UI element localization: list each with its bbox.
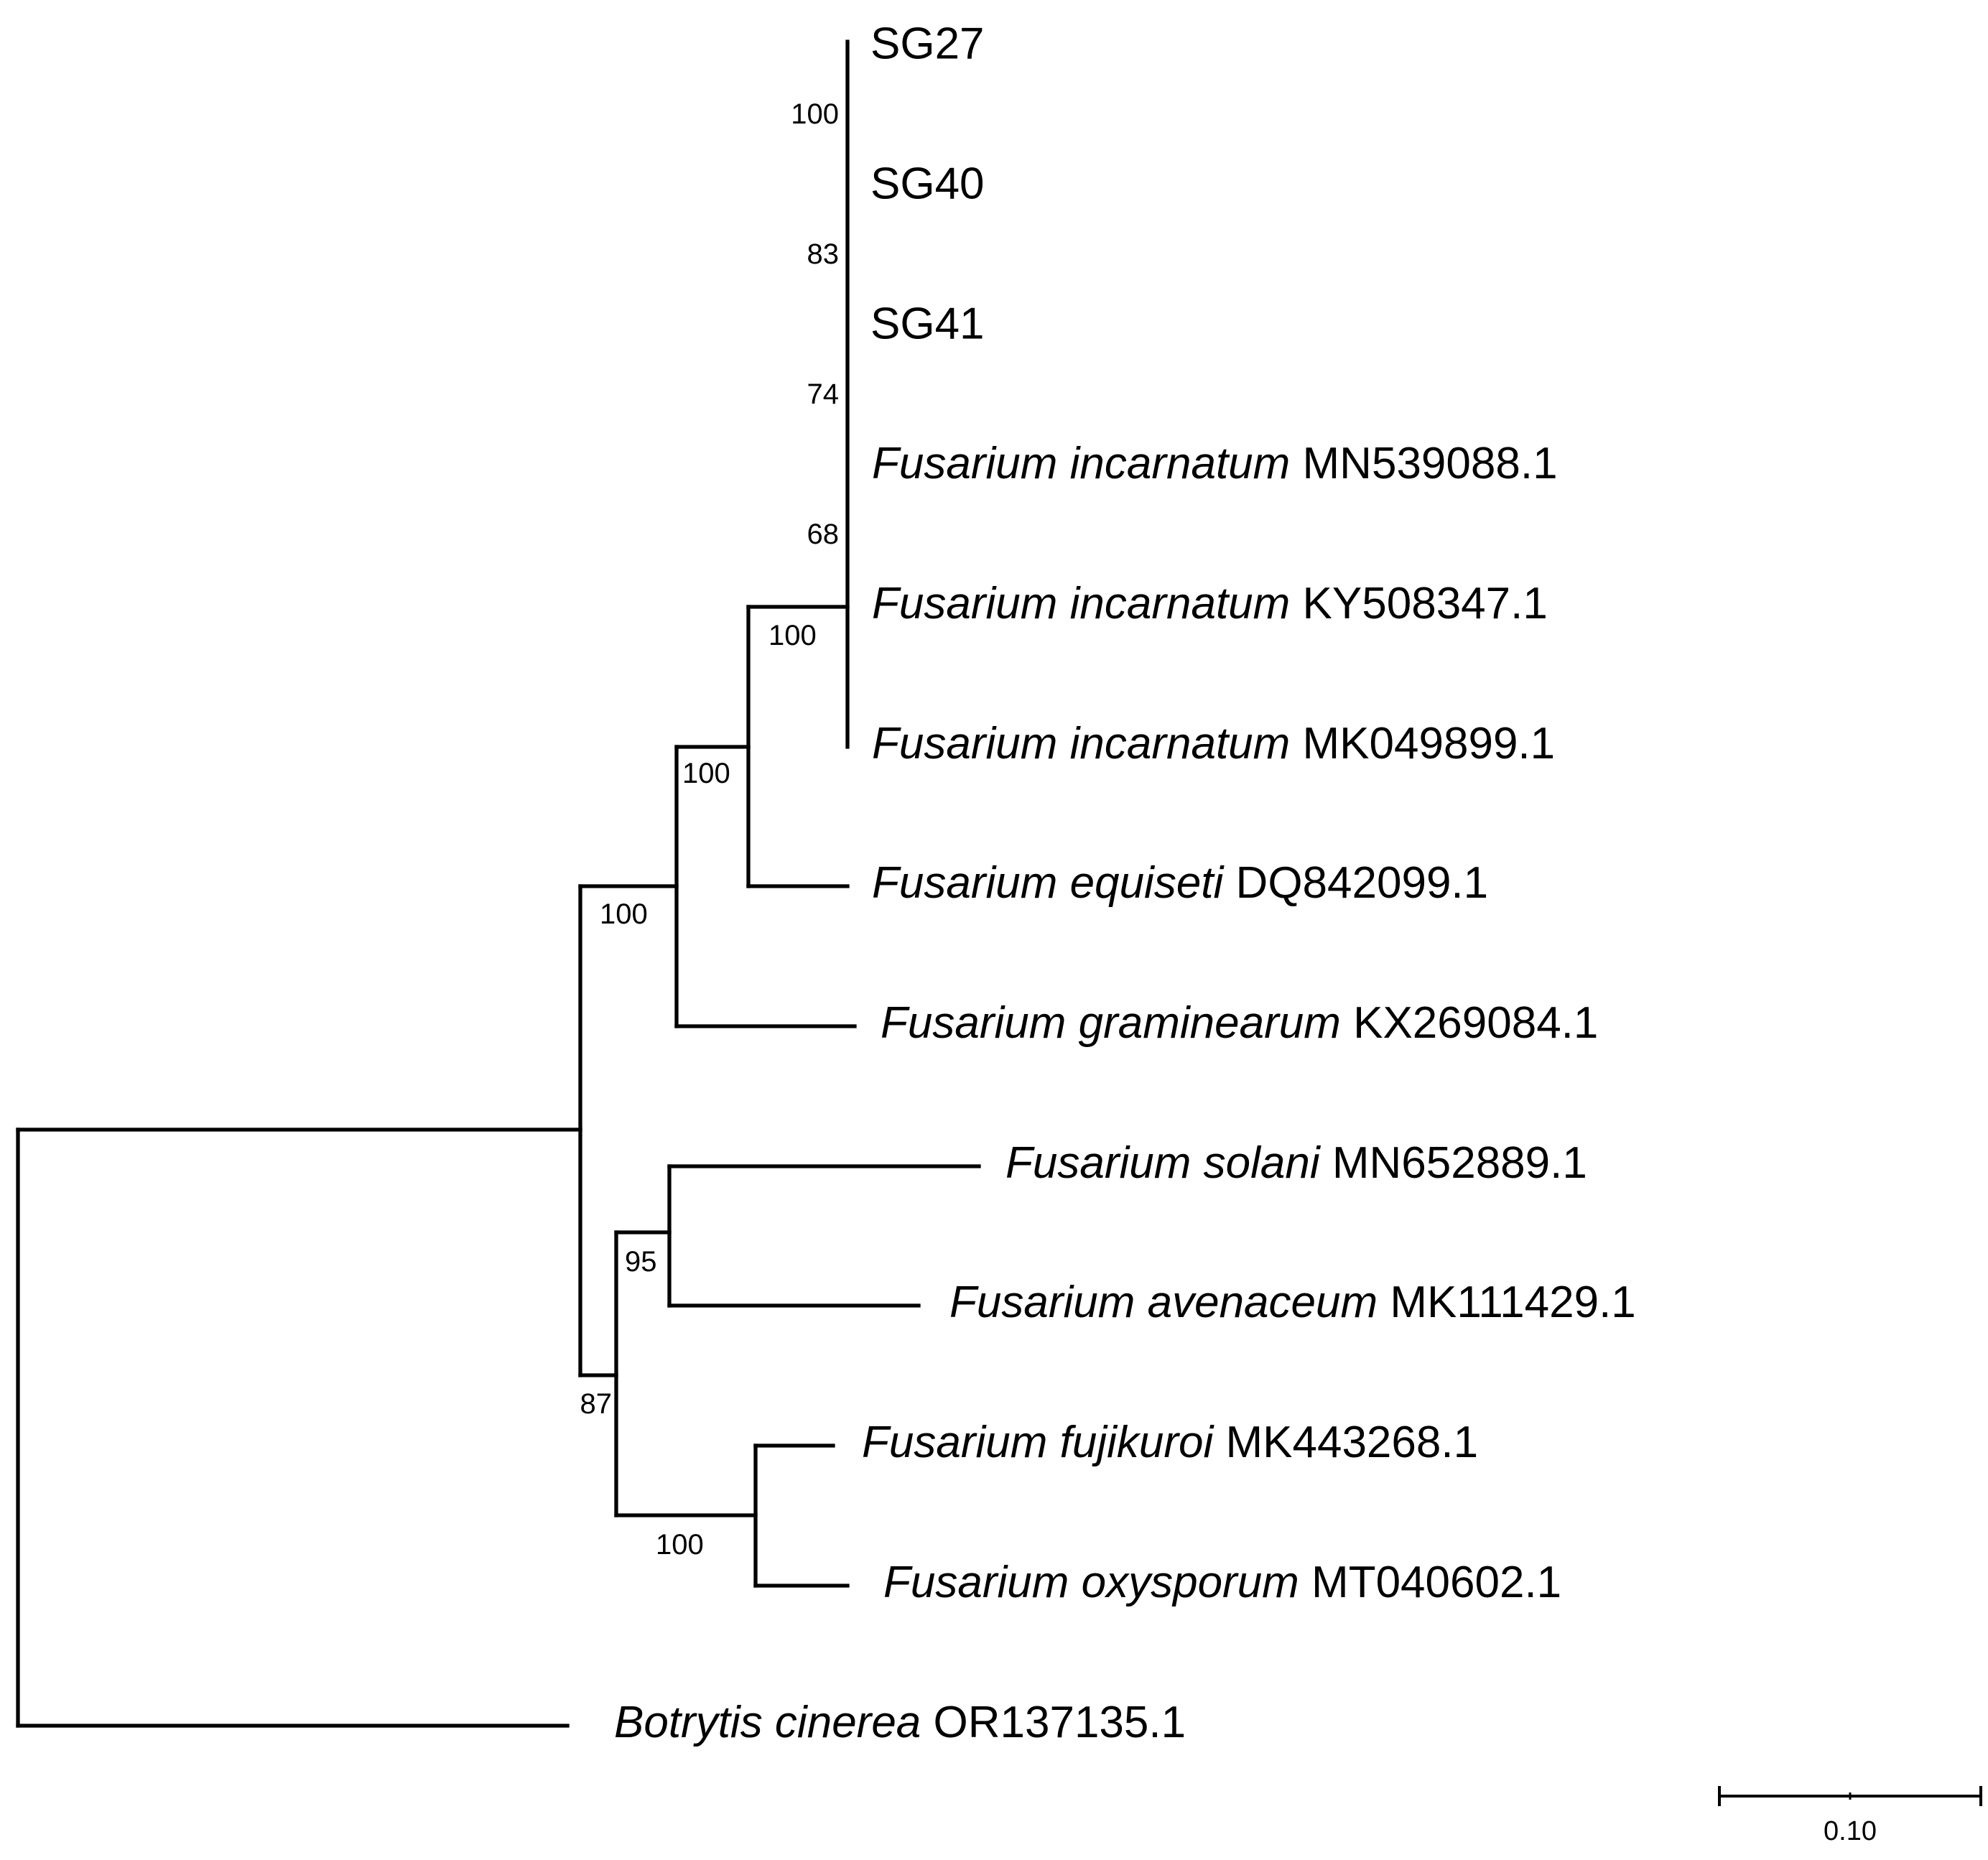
taxon-accession: MT040602.1: [1299, 1558, 1561, 1607]
support-value-b_equiseti: 100: [682, 758, 730, 789]
support-value-b_solani_avenaceum: 95: [625, 1246, 657, 1278]
taxon-accession: KX269084.1: [1341, 998, 1599, 1048]
taxon-accession: MK049899.1: [1290, 719, 1555, 768]
taxon-species-name: Fusarium avenaceum: [949, 1278, 1378, 1327]
taxon-label-SG40: SG40: [870, 159, 985, 208]
scale-bar: 0.10: [1718, 1786, 1982, 1846]
taxon-label-avenaceum: Fusarium avenaceum MK111429.1: [949, 1278, 1636, 1327]
taxon-label-incarnatum_KY508347: Fusarium incarnatum KY508347.1: [872, 579, 1548, 628]
taxon-accession: OR137135.1: [921, 1698, 1186, 1747]
bootstrap-values: 100 83 74 68 100 100 100 95 87 100: [580, 98, 840, 1561]
support-value-b_sg41_mn: 74: [807, 378, 840, 410]
taxon-species-name: Fusarium incarnatum: [872, 719, 1290, 768]
support-value-b_fujikuroi_oxysporum: 100: [656, 1529, 704, 1561]
tree-branches: [16, 39, 981, 1728]
taxon-species-name: Fusarium incarnatum: [872, 579, 1290, 628]
taxon-accession: MN652889.1: [1320, 1138, 1587, 1188]
support-value-b_graminearum: 100: [600, 898, 648, 930]
taxon-label-equiseti: Fusarium equiseti DQ842099.1: [872, 858, 1488, 908]
taxon-label-oxysporum: Fusarium oxysporum MT040602.1: [883, 1558, 1561, 1607]
support-value-b_sg40_sg41: 83: [807, 238, 840, 270]
support-value-b_sg27_sg40: 100: [791, 98, 839, 130]
taxon-species-name: Fusarium incarnatum: [872, 439, 1290, 488]
taxon-species-name: Fusarium solani: [1005, 1138, 1322, 1188]
taxon-species-name: Fusarium oxysporum: [883, 1558, 1299, 1607]
taxon-accession: MK443268.1: [1213, 1418, 1478, 1467]
taxon-species-name: Fusarium fujikuroi: [862, 1418, 1214, 1467]
taxon-label-incarnatum_MK049899: Fusarium incarnatum MK049899.1: [872, 719, 1555, 768]
scale-bar-label: 0.10: [1824, 1816, 1877, 1846]
taxon-label-solani: Fusarium solani MN652889.1: [1005, 1138, 1587, 1188]
taxon-label-graminearum: Fusarium graminearum KX269084.1: [881, 998, 1598, 1048]
taxon-species-name: Botrytis cinerea: [614, 1698, 921, 1747]
taxon-label-incarnatum_MN539088: Fusarium incarnatum MN539088.1: [872, 439, 1558, 488]
taxon-species-name: Fusarium graminearum: [881, 998, 1341, 1048]
taxon-accession: MK111429.1: [1378, 1278, 1636, 1327]
taxon-label-SG27: SG27: [870, 19, 985, 68]
taxon-species-name: Fusarium equiseti: [872, 858, 1225, 908]
support-value-b_incarnatum: 100: [768, 620, 817, 651]
taxon-label-fujikuroi: Fusarium fujikuroi MK443268.1: [862, 1418, 1478, 1467]
taxon-label-SG41: SG41: [870, 299, 985, 348]
taxon-accession: DQ842099.1: [1223, 858, 1488, 908]
taxon-accession: KY508347.1: [1290, 579, 1548, 628]
support-value-b_mn_ky: 68: [807, 519, 840, 550]
taxon-accession: MN539088.1: [1290, 439, 1557, 488]
taxon-label-botrytis: Botrytis cinerea OR137135.1: [614, 1698, 1186, 1747]
support-value-b_lower: 87: [580, 1388, 613, 1420]
